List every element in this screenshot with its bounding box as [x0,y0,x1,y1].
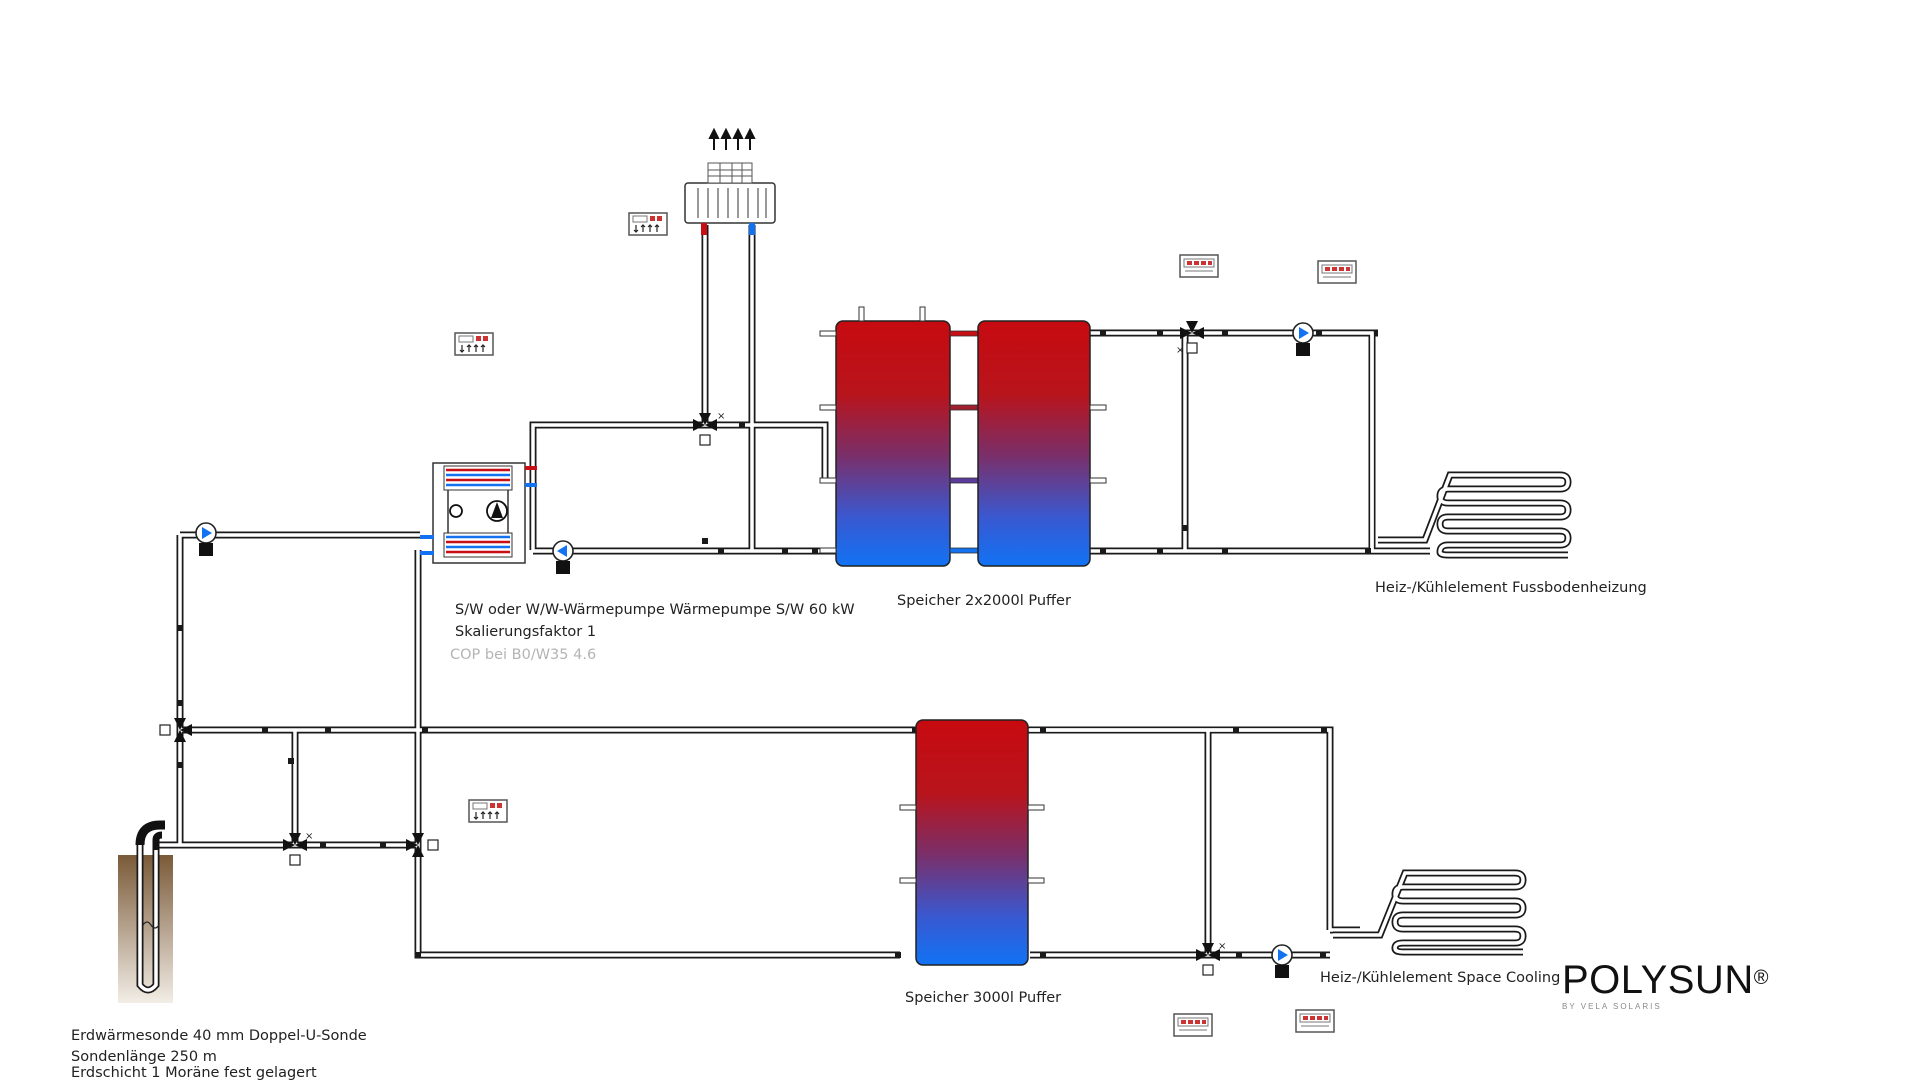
buffer-upper-tank-1 [819,306,951,567]
heat-pump-label: S/W oder W/W-Wärmepumpe Wärmepumpe S/W 6… [455,602,855,618]
buffer-upper-tank-2 [977,320,1107,567]
controller-ground[interactable] [468,799,508,823]
floor-heating-coil [1378,471,1572,559]
mixing-valve-hp-top[interactable]: × [692,411,725,446]
svg-text:×: × [1176,345,1184,356]
floor-heating-label: Heiz-/Kühlelement Fussbodenheizung [1375,580,1647,596]
buffer-lower-label: Speicher 3000l Puffer [905,990,1062,1006]
borehole-label: Erdwärmesonde 40 mm Doppel-U-Sonde [71,1028,367,1044]
logo-tagline: BY VELA SOLARIS [1562,1002,1662,1011]
borehole-layer: Erdschicht 1 Moräne fest gelagert [71,1065,317,1081]
logo-registered: ® [1753,967,1769,989]
heat-pump-scaling: Skalierungsfaktor 1 [455,624,597,640]
space-cooling-coil [1333,869,1527,956]
space-cooling-label: Heiz-/Kühlelement Space Cooling [1320,970,1561,986]
pipe-network-inner [155,225,1430,957]
controller-cooling-valve[interactable] [1173,1013,1213,1037]
borehole-length: Sondenlänge 250 m [71,1049,217,1065]
svg-text:×: × [717,411,725,422]
fan-coil-unit [684,127,776,235]
heat-pump [420,462,537,564]
pump-hp-return[interactable] [552,540,574,575]
heat-pump-cop: COP bei B0/W35 4.6 [450,647,597,663]
mixing-valve-cooling[interactable]: × [1195,941,1226,976]
svg-text:×: × [1218,941,1226,952]
mixing-valve-ground-1[interactable]: × [282,831,313,866]
buffer-upper-label: Speicher 2x2000l Puffer [897,593,1071,609]
pump-floor[interactable] [1292,322,1314,357]
controller-floor-valve[interactable] [1179,254,1219,278]
pump-left[interactable] [195,522,217,557]
logo-brand: POLYSUN [1562,958,1754,1002]
svg-text:×: × [305,831,313,842]
controller-heat-pump[interactable] [454,332,494,356]
buffer-upper-connectors [949,330,979,554]
polysun-logo: POLYSUN® BY VELA SOLARIS [1562,960,1769,1011]
pump-cooling[interactable] [1271,944,1293,979]
borehole-probe [118,820,173,1003]
controller-fan-coil[interactable] [628,212,668,236]
controller-floor-pump[interactable] [1317,260,1357,284]
buffer-lower-tank [899,719,1045,966]
mixing-valve-floor[interactable]: × [1176,320,1205,356]
mixing-valve-ground-2[interactable] [405,832,439,858]
mixing-valve-left[interactable] [159,717,193,743]
controller-cooling-pump[interactable] [1295,1009,1335,1033]
